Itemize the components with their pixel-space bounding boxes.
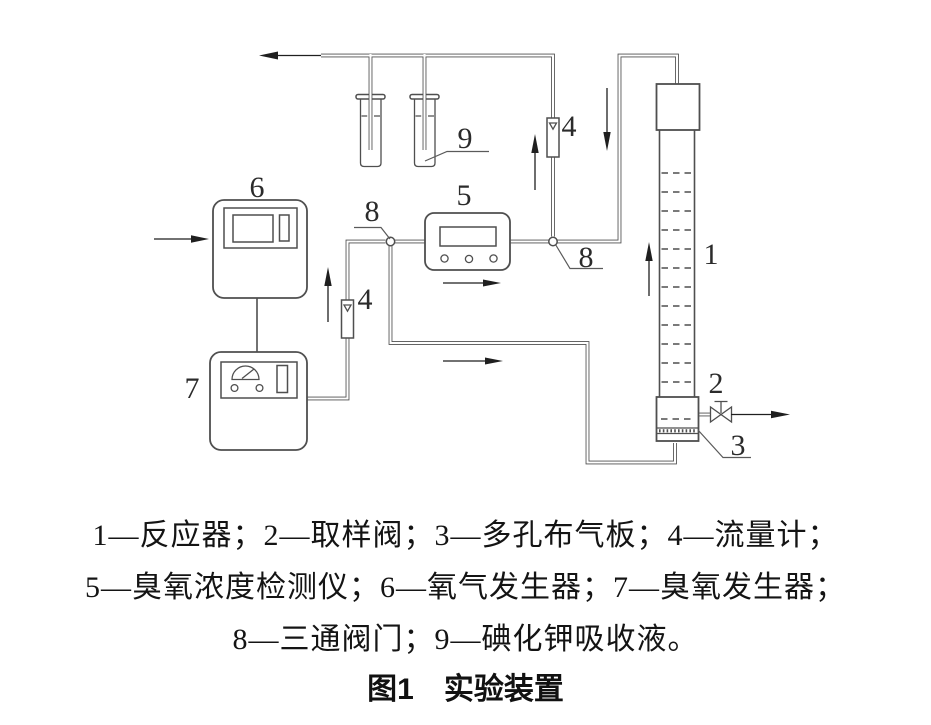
flowmeter-lower bbox=[340, 299, 355, 339]
apparatus-diagram: 1 2 3 4 4 5 6 7 8 8 9 bbox=[154, 51, 790, 465]
button-icon bbox=[489, 254, 498, 263]
legend-line-1: 1—反应器；2—取样阀；3—多孔布气板；4—流量计； bbox=[92, 519, 839, 552]
label-ki-absorber: 9 bbox=[458, 122, 473, 155]
leader-valve8-left bbox=[354, 226, 391, 240]
flowmeter-tube bbox=[340, 299, 355, 339]
knob-icon bbox=[255, 383, 264, 393]
label-ozone-generator: 7 bbox=[185, 372, 200, 405]
legend-line-3: 8—三通阀门；9—碘化钾吸收液。 bbox=[232, 623, 699, 656]
label-ozone-detector: 5 bbox=[457, 179, 472, 212]
label-oxygen-generator: 6 bbox=[250, 171, 265, 204]
gauge-needle-icon bbox=[241, 368, 255, 380]
label-flowmeter-upper: 4 bbox=[562, 110, 577, 143]
label-flowmeter-lower: 4 bbox=[358, 283, 373, 316]
oxygen-inlet-arrow bbox=[154, 235, 209, 243]
reactor-head bbox=[655, 83, 701, 131]
valve-handle-icon bbox=[714, 400, 728, 413]
right-flow-arrow bbox=[443, 279, 501, 287]
figure-caption: 图1 实验装置 bbox=[367, 673, 564, 706]
leader-ki-absorber bbox=[424, 150, 489, 162]
tube-body bbox=[413, 99, 436, 168]
tube-body bbox=[359, 99, 382, 168]
part-labels: 1 2 3 4 4 5 6 7 8 8 9 bbox=[185, 110, 746, 462]
exhaust-arrow bbox=[259, 51, 321, 60]
flowmeter-float-icon bbox=[342, 304, 353, 313]
label-valve8-left: 8 bbox=[365, 195, 380, 228]
up-flow-arrow bbox=[531, 134, 539, 190]
label-reactor: 1 bbox=[704, 238, 719, 271]
reactor-column bbox=[655, 83, 701, 442]
flow-arrows bbox=[154, 51, 790, 419]
knob-icon bbox=[230, 383, 239, 393]
right-flow-arrow bbox=[443, 357, 503, 365]
button-icon bbox=[464, 254, 474, 264]
ozone-detector-display bbox=[439, 226, 497, 247]
three-way-valve-left bbox=[385, 236, 396, 247]
leader-valve8-right bbox=[554, 244, 603, 270]
leader-lines bbox=[354, 150, 751, 459]
ki-absorber-tubes bbox=[355, 93, 440, 168]
oxygen-generator-display bbox=[232, 214, 274, 243]
up-flow-arrow bbox=[645, 242, 653, 296]
sampling-valve bbox=[709, 400, 733, 424]
label-sampling-valve: 2 bbox=[709, 367, 724, 400]
sample-outlet-arrow bbox=[731, 410, 790, 419]
valve-body-left bbox=[709, 405, 723, 424]
label-porous-plate: 3 bbox=[731, 429, 746, 462]
flowmeter-float-icon bbox=[548, 122, 558, 131]
legend-line-2: 5—臭氧浓度检测仪；6—氧气发生器；7—臭氧发生器； bbox=[85, 571, 846, 604]
oxygen-generator bbox=[212, 199, 308, 299]
ozone-generator-slot bbox=[276, 364, 289, 394]
label-valve8-right: 8 bbox=[579, 241, 594, 274]
three-way-valve-right bbox=[548, 236, 558, 247]
leader-porous-plate bbox=[697, 429, 751, 459]
flowmeter-upper bbox=[546, 117, 560, 158]
oxygen-generator-slot bbox=[278, 214, 290, 242]
reactor-body-walls bbox=[658, 130, 696, 397]
ozone-generator bbox=[209, 351, 308, 451]
gauge-icon bbox=[231, 365, 260, 381]
ozone-detector bbox=[424, 212, 511, 271]
up-flow-arrow bbox=[324, 267, 332, 322]
valve-body-right bbox=[719, 405, 733, 424]
down-flow-arrow bbox=[603, 88, 611, 151]
reactor-packing-dashes bbox=[661, 172, 693, 383]
flowmeter-tube bbox=[546, 117, 560, 158]
figure-legend: 1—反应器；2—取样阀；3—多孔布气板；4—流量计； 5—臭氧浓度检测仪；6—氧… bbox=[0, 510, 931, 666]
porous-gas-plate bbox=[657, 427, 698, 435]
button-icon bbox=[440, 254, 449, 263]
